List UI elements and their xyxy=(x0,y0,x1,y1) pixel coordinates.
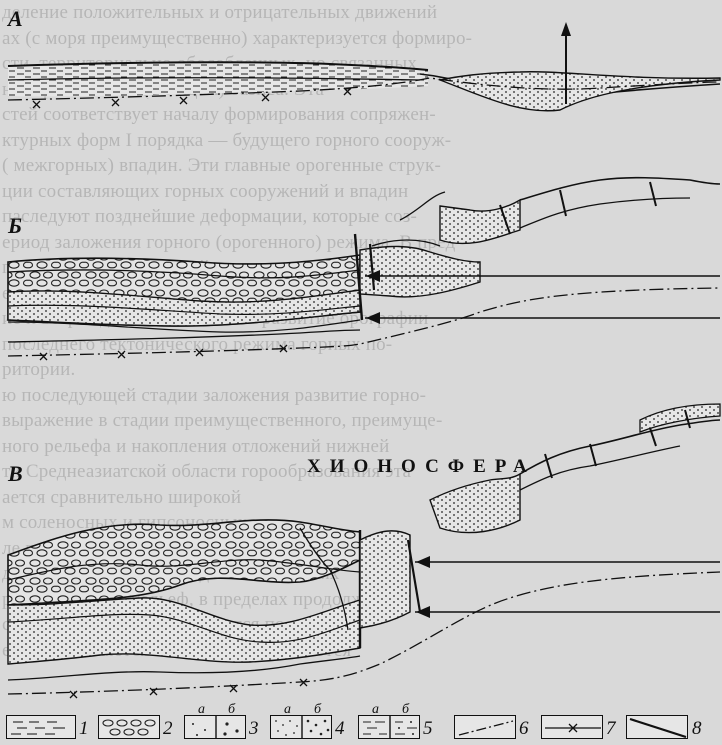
legend-number-2: 2 xyxy=(163,718,173,740)
legend-number-7: 7 xyxy=(606,718,616,740)
legend-number-4: 4 xyxy=(335,718,345,740)
legend-swatch-dashes-and-dots xyxy=(358,715,420,739)
legend-swatch-dashed-lines xyxy=(6,715,76,739)
legend-swatch-dense-dots xyxy=(270,715,332,739)
legend-number-6: 6 xyxy=(519,718,529,740)
legend-number-5: 5 xyxy=(423,718,433,740)
legend-swatch-crossed-line xyxy=(541,715,603,739)
section-a xyxy=(8,22,720,111)
legend-number-1: 1 xyxy=(79,718,89,740)
legend-swatch-fault-line xyxy=(626,715,688,739)
legend: 1 2 а б 3 а б 4 xyxy=(6,702,720,742)
section-v xyxy=(8,404,720,698)
legend-swatch-pebbles xyxy=(98,715,160,739)
legend-number-8: 8 xyxy=(692,718,702,740)
section-b xyxy=(8,178,720,360)
legend-swatch-dash-dot-line xyxy=(454,715,516,739)
legend-swatch-sparse-dots xyxy=(184,715,246,739)
legend-number-3: 3 xyxy=(249,718,259,740)
